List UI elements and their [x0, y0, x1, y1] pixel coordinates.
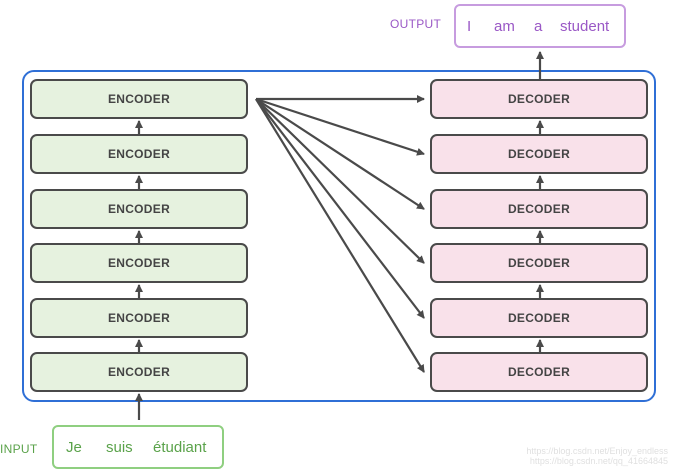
- watermark-line: https://blog.csdn.net/Enjoy_endless: [526, 446, 668, 456]
- encoder-decoder-frame: [22, 70, 656, 402]
- encoder-block: ENCODER: [30, 79, 248, 119]
- output-token: am: [494, 17, 515, 35]
- encoder-decoder-arrow: [255, 97, 425, 156]
- watermark: https://blog.csdn.net/Enjoy_endless http…: [526, 446, 668, 466]
- output-box: I am a student: [454, 4, 626, 48]
- output-label: OUTPUT: [390, 17, 442, 31]
- decoder-block: DECODER: [430, 352, 648, 392]
- watermark-line: https://blog.csdn.net/qq_41664845: [529, 456, 668, 466]
- encoder-block: ENCODER: [30, 189, 248, 229]
- encoder-decoder-arrow: [255, 98, 425, 373]
- decoder-block: DECODER: [430, 189, 648, 229]
- input-token: suis: [106, 438, 133, 456]
- encoder-decoder-arrow: [255, 98, 425, 319]
- encoder-block: ENCODER: [30, 298, 248, 338]
- decoder-block: DECODER: [430, 243, 648, 283]
- output-token: I: [467, 17, 472, 35]
- input-token: étudiant: [153, 438, 207, 456]
- decoder-block: DECODER: [430, 298, 648, 338]
- encoder-block: ENCODER: [30, 134, 248, 174]
- encoder-decoder-arrow: [255, 98, 425, 210]
- encoder-block: ENCODER: [30, 352, 248, 392]
- encoder-decoder-arrow: [255, 98, 425, 264]
- output-token: student: [560, 17, 610, 35]
- encoder-block: ENCODER: [30, 243, 248, 283]
- input-label: INPUT: [0, 442, 38, 456]
- output-token: a: [534, 17, 543, 35]
- decoder-block: DECODER: [430, 134, 648, 174]
- input-box: Je suis étudiant: [52, 425, 224, 469]
- decoder-block: DECODER: [430, 79, 648, 119]
- input-token: Je: [66, 438, 82, 456]
